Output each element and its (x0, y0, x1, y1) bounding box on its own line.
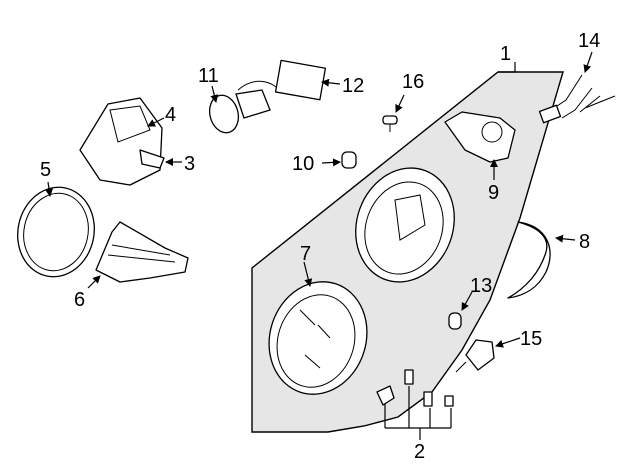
headlamp-reflector[interactable] (340, 154, 470, 296)
callout-13: 13 (470, 275, 492, 297)
wiring-harness[interactable] (538, 74, 616, 124)
callout-2: 2 (414, 441, 425, 463)
callout-11: 11 (198, 65, 219, 87)
trim-molding[interactable] (507, 221, 551, 299)
small-bulb[interactable] (448, 312, 462, 330)
trim-ring[interactable] (9, 180, 102, 284)
callout-9: 9 (488, 182, 499, 204)
signal-bulb[interactable] (341, 151, 357, 169)
callout-16: 16 (402, 71, 424, 93)
callout-14: 14 (578, 30, 600, 52)
bulb-socket[interactable] (455, 339, 495, 373)
callout-5: 5 (40, 159, 51, 181)
callout-12: 12 (342, 75, 364, 97)
clip-set[interactable] (376, 369, 454, 407)
splash-shield[interactable] (95, 221, 189, 283)
leader-lines (45, 51, 593, 440)
bulb-retaining-ring[interactable] (206, 92, 243, 136)
callout-7: 7 (300, 243, 311, 265)
callout-4: 4 (165, 104, 176, 126)
control-module[interactable] (235, 59, 327, 119)
callout-10: 10 (292, 153, 314, 175)
callout-8: 8 (579, 231, 590, 253)
callout-3: 3 (184, 153, 195, 175)
callout-1: 1 (500, 43, 511, 65)
callout-6: 6 (74, 289, 85, 311)
mounting-screw[interactable] (382, 115, 398, 132)
bracket-tab[interactable] (139, 149, 165, 169)
bulb-housing[interactable] (444, 111, 516, 163)
headlamp-lens[interactable] (255, 269, 382, 407)
callout-15: 15 (520, 328, 542, 350)
rear-housing[interactable] (79, 97, 163, 186)
